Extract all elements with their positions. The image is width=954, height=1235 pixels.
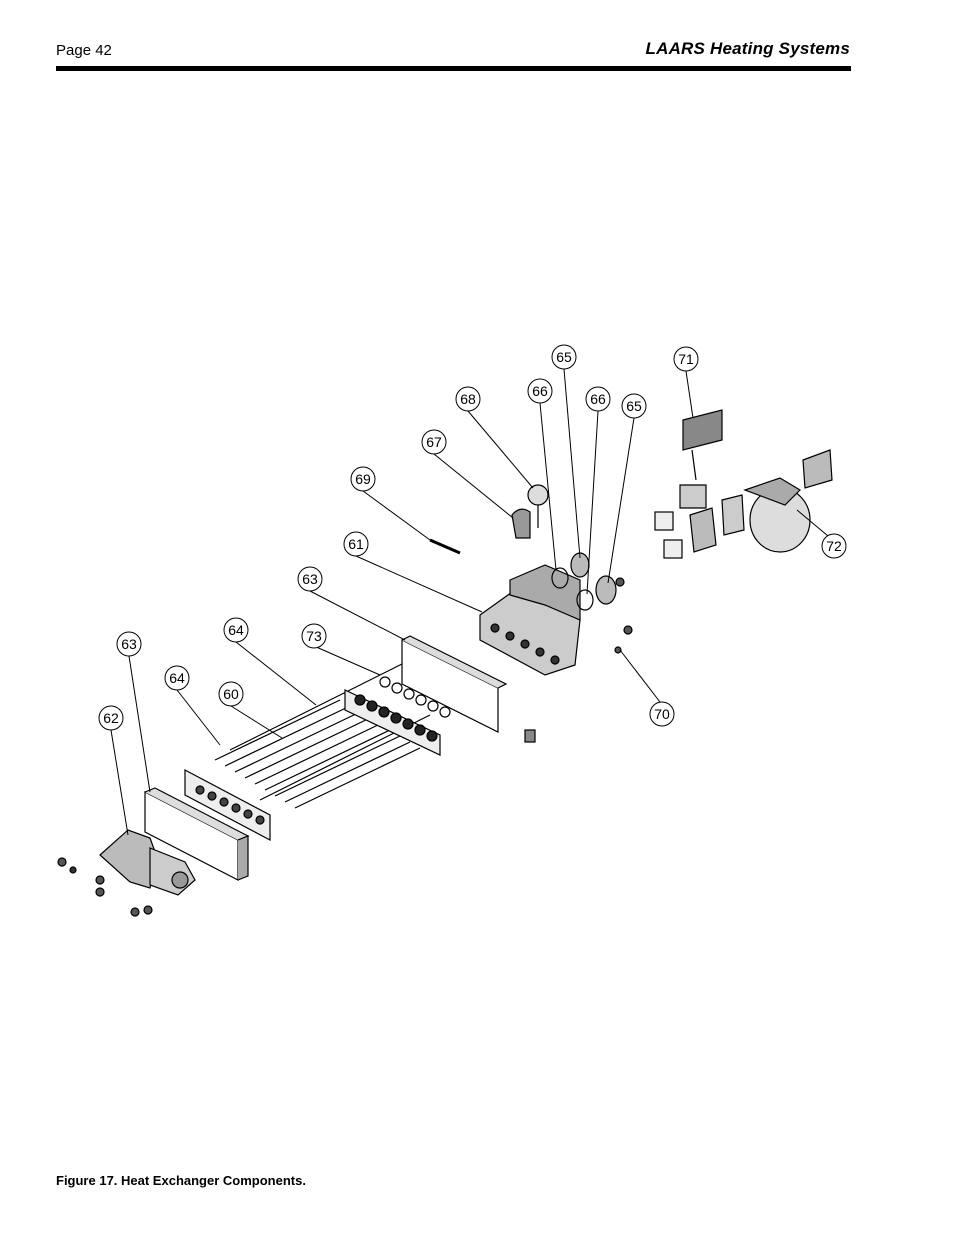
callout-label: 73 <box>306 628 322 644</box>
callout-label: 63 <box>121 636 137 652</box>
flanges-and-gaskets <box>551 552 617 611</box>
pump-and-flow-switch <box>654 409 833 559</box>
callout-label: 70 <box>654 706 670 722</box>
callout-label: 62 <box>103 710 119 726</box>
callout-label: 65 <box>626 398 642 414</box>
callout-label: 72 <box>826 538 842 554</box>
callout-label: 63 <box>302 571 318 587</box>
callout-62: 62 <box>98 705 124 731</box>
callout-72: 72 <box>821 533 847 559</box>
callout-70: 70 <box>649 701 675 727</box>
callout-71: 71 <box>673 346 699 372</box>
callout-65-right: 65 <box>621 393 647 419</box>
rear-header <box>479 564 581 743</box>
gauge-and-fittings <box>429 484 549 555</box>
callout-65-top: 65 <box>551 344 577 370</box>
callout-label: 61 <box>348 536 364 552</box>
exploded-parts <box>57 409 833 917</box>
callout-63-upper: 63 <box>297 566 323 592</box>
callout-66-left: 66 <box>527 378 553 404</box>
callout-label: 66 <box>532 383 548 399</box>
leader-lines <box>110 368 835 836</box>
callout-67: 67 <box>421 429 447 455</box>
callout-label: 64 <box>169 670 185 686</box>
callouts: 65 71 66 68 66 65 67 69 <box>98 344 847 731</box>
figure-caption: Figure 17. Heat Exchanger Components. <box>56 1173 306 1188</box>
callout-64-lower: 64 <box>164 665 190 691</box>
callout-60: 60 <box>218 681 244 707</box>
callout-label: 60 <box>223 686 239 702</box>
callout-label: 71 <box>678 351 694 367</box>
callout-61: 61 <box>343 531 369 557</box>
hardware <box>57 577 633 917</box>
front-header-assembly <box>99 787 250 896</box>
rear-header-plate <box>401 635 508 733</box>
header-rule <box>56 66 851 71</box>
page-number: Page 42 <box>56 42 112 59</box>
callout-label: 67 <box>426 434 442 450</box>
callout-label: 65 <box>556 349 572 365</box>
tube-bundle <box>214 659 431 809</box>
callout-label: 66 <box>590 391 606 407</box>
brand-title: LAARS Heating Systems <box>645 39 850 58</box>
tube-sheet-rear <box>344 676 451 756</box>
callout-label: 68 <box>460 391 476 407</box>
callout-68: 68 <box>455 386 481 412</box>
callout-63-lower: 63 <box>116 631 142 657</box>
tube-sheet-front <box>184 769 271 841</box>
callout-label: 64 <box>228 622 244 638</box>
callout-73: 73 <box>301 623 327 649</box>
callout-66-right: 66 <box>585 386 611 412</box>
callout-label: 69 <box>355 471 371 487</box>
callout-64-upper: 64 <box>223 617 249 643</box>
callout-69: 69 <box>350 466 376 492</box>
